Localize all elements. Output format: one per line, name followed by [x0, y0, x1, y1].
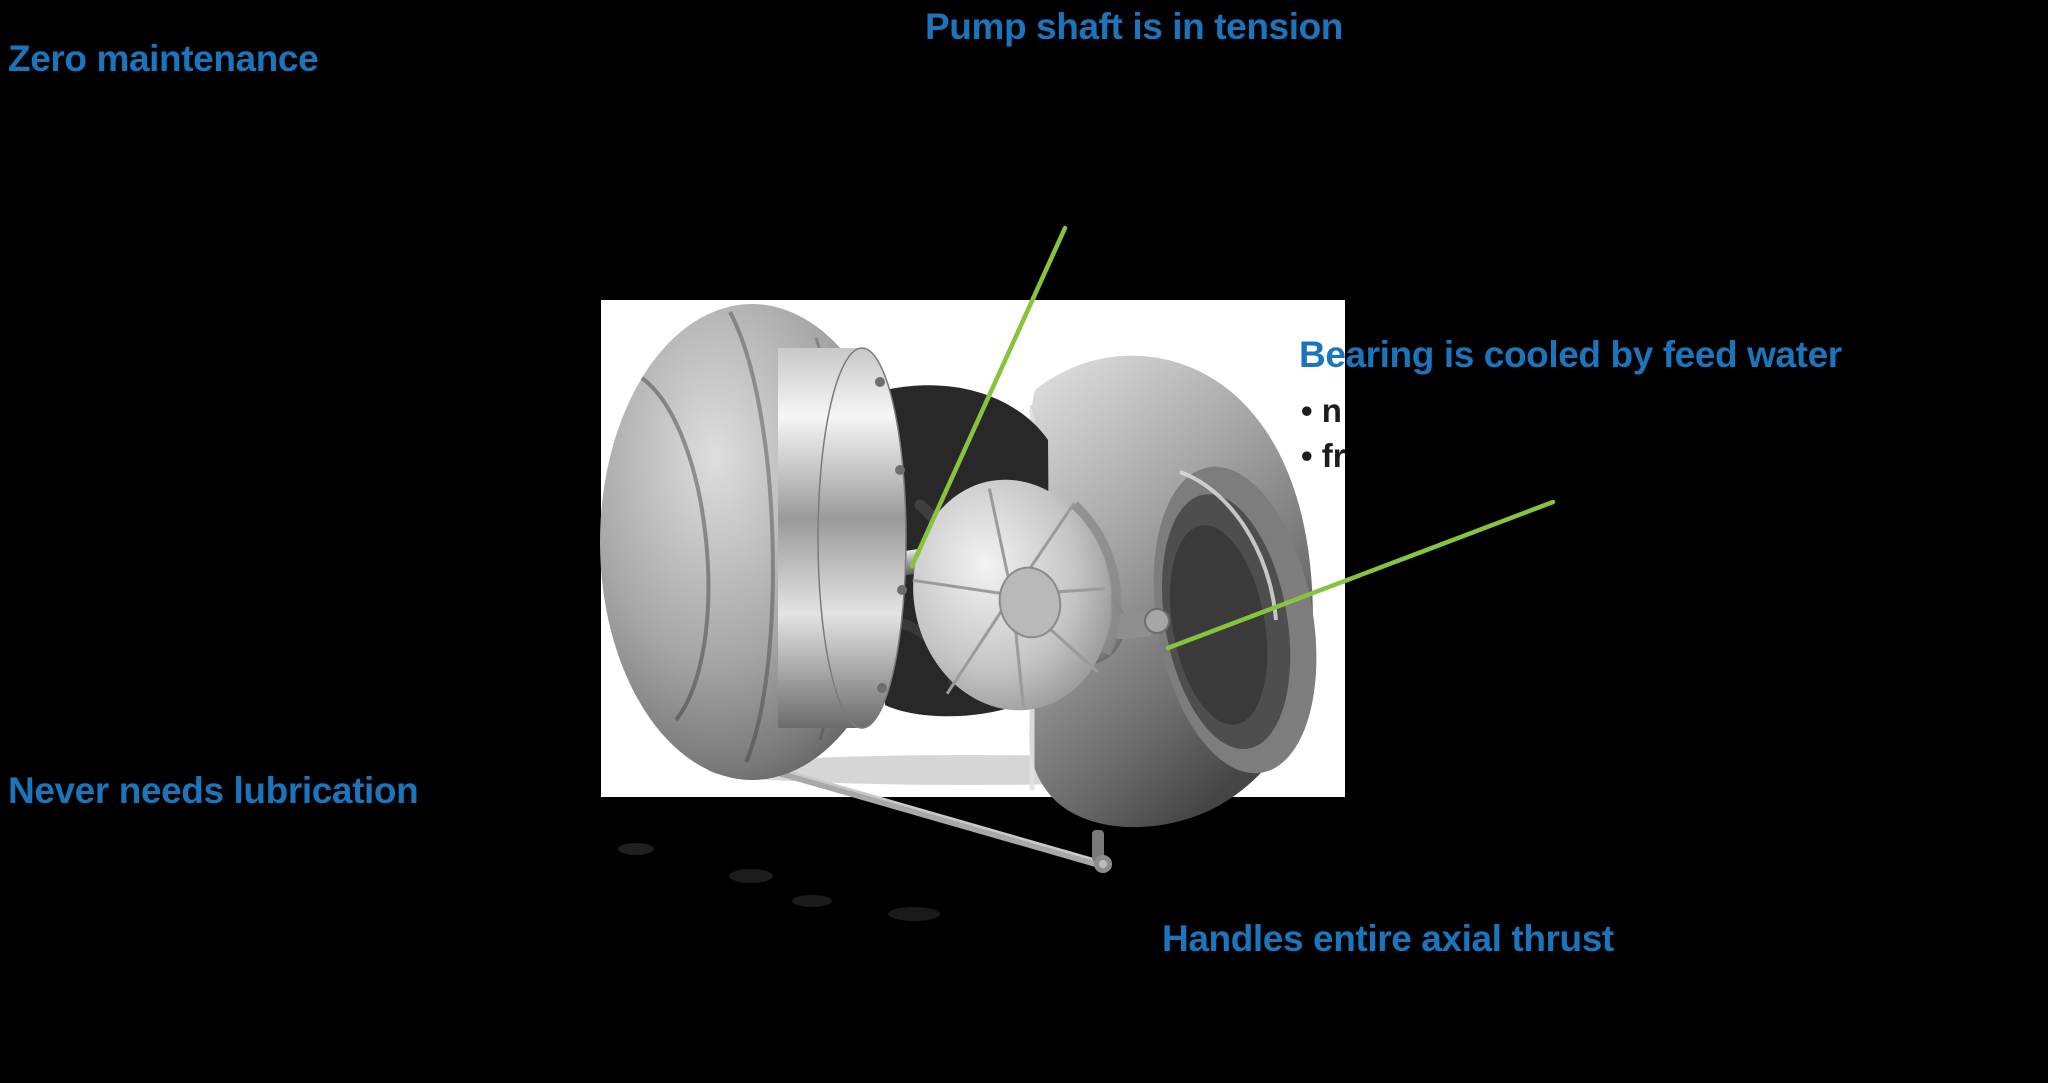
- label-never-needs-lubrication: Never needs lubrication: [8, 770, 419, 811]
- bearing-bullet-1: • n: [1301, 392, 1342, 429]
- flange-ring: [778, 347, 907, 729]
- label-bearing-cooled: Bearing is cooled by feed water: [1299, 334, 1842, 375]
- label-pump-shaft-tension: Pump shaft is in tension: [925, 6, 1343, 47]
- label-zero-maintenance: Zero maintenance: [8, 38, 319, 79]
- label-handles-axial-thrust: Handles entire axial thrust: [1162, 918, 1614, 959]
- flange-bolts: [875, 377, 907, 693]
- support-silhouettes: [618, 843, 940, 921]
- bearing-bullet-2: • fr: [1301, 437, 1346, 474]
- pump-cutaway-illustration: [600, 304, 1317, 921]
